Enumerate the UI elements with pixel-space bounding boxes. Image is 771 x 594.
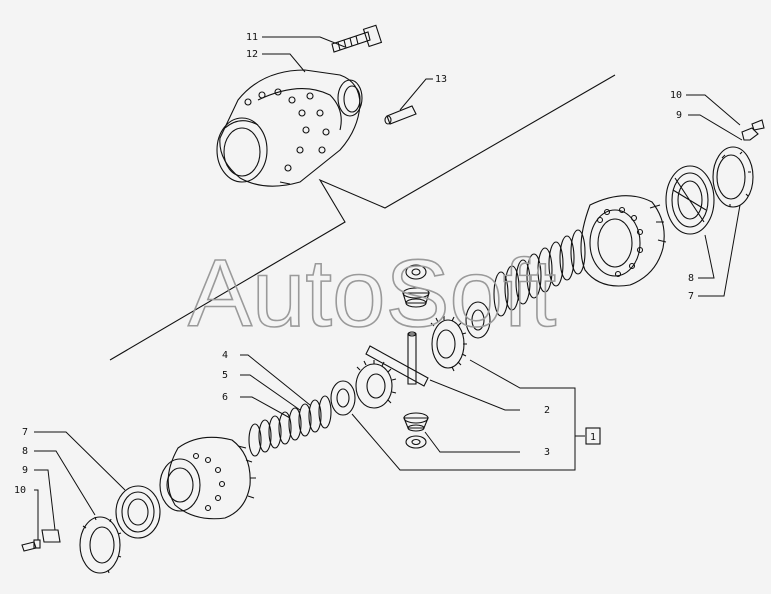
callout-9-bottom: 9 [22, 465, 28, 476]
bearing-part-8-bottom [115, 485, 161, 539]
clutch-disc-stack-top [493, 229, 586, 317]
differential-housing-part-12 [216, 69, 363, 187]
pinion-gear-top [402, 287, 430, 308]
thrust-washer-right [465, 301, 491, 339]
callout-13: 13 [435, 74, 447, 85]
callout-2: 2 [544, 405, 550, 416]
callout-10-bottom: 10 [14, 485, 26, 496]
callout-10-top: 10 [670, 90, 682, 101]
callout-3: 3 [544, 447, 550, 458]
lock-plate-and-bolt-bottom [21, 529, 61, 552]
lock-plate-and-bolt-top [741, 119, 765, 141]
callout-labels: 11 12 13 10 9 8 7 4 5 6 2 1 3 7 8 9 10 [14, 32, 694, 496]
callout-7-top: 7 [688, 291, 694, 302]
callout-7-bottom: 7 [22, 427, 28, 438]
pin-part-13 [384, 105, 417, 125]
callout-6: 6 [222, 392, 228, 403]
callout-9-top: 9 [676, 110, 682, 121]
pinion-gear-bottom [403, 412, 429, 432]
side-gear-right [430, 316, 467, 372]
callout-box-1 [585, 427, 601, 445]
callout-8-top: 8 [688, 273, 694, 284]
bearing-part-8-top [665, 165, 715, 235]
callout-8-bottom: 8 [22, 446, 28, 457]
callout-12: 12 [246, 49, 258, 60]
thrust-washer-left [330, 380, 356, 416]
clutch-disc-stack-bottom [248, 395, 332, 457]
side-gear-left [355, 360, 397, 409]
callout-1: 1 [590, 432, 596, 443]
pinion-washer-top [405, 264, 427, 280]
callout-4: 4 [222, 350, 228, 361]
half-case-bottom-left [159, 436, 256, 520]
cross-shaft-part-2 [365, 331, 429, 387]
callout-11: 11 [246, 32, 258, 43]
bolt-part-11 [331, 24, 383, 53]
callout-5: 5 [222, 370, 228, 381]
pinion-washer-bottom [405, 435, 427, 449]
ring-nut-part-7-bottom [79, 516, 122, 574]
watermark-text: AutoSoft [188, 240, 556, 347]
ring-nut-part-7-top [712, 146, 754, 208]
section-divider-line [109, 74, 616, 361]
half-case-top-right [580, 195, 667, 287]
leader-lines [34, 36, 743, 540]
